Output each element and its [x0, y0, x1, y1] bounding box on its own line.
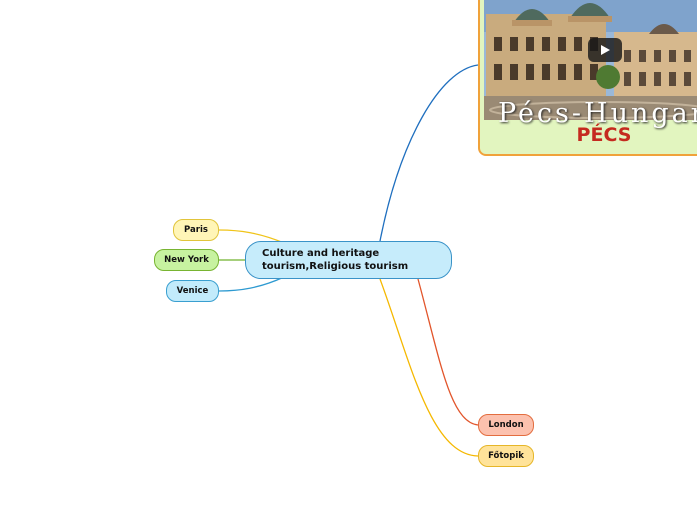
pecs-theatre-photo [484, 0, 697, 120]
link-paris [218, 229, 285, 244]
link-pecs [379, 64, 479, 242]
central-topic[interactable]: Culture and heritage tourism,Religious t… [245, 241, 452, 279]
link-venice [218, 276, 285, 292]
central-topic-label: Culture and heritage tourism,Religious t… [262, 248, 409, 272]
link-fotopik [379, 278, 479, 457]
topic-london[interactable]: London [478, 414, 534, 436]
pecs-topic-label: PÉCS [576, 124, 632, 146]
pecs-image-topic[interactable]: Pécs-Hungary PÉCS [478, 0, 697, 156]
topic-venice[interactable]: Venice [166, 280, 219, 302]
play-icon [601, 45, 610, 55]
topic-paris[interactable]: Paris [173, 219, 219, 241]
pecs-image-caption: Pécs-Hungary [498, 98, 697, 129]
topic-new-york[interactable]: New York [154, 249, 219, 271]
topic-fotopik[interactable]: Főtopik [478, 445, 534, 467]
link-london [417, 278, 479, 426]
play-video-button[interactable] [588, 38, 622, 62]
